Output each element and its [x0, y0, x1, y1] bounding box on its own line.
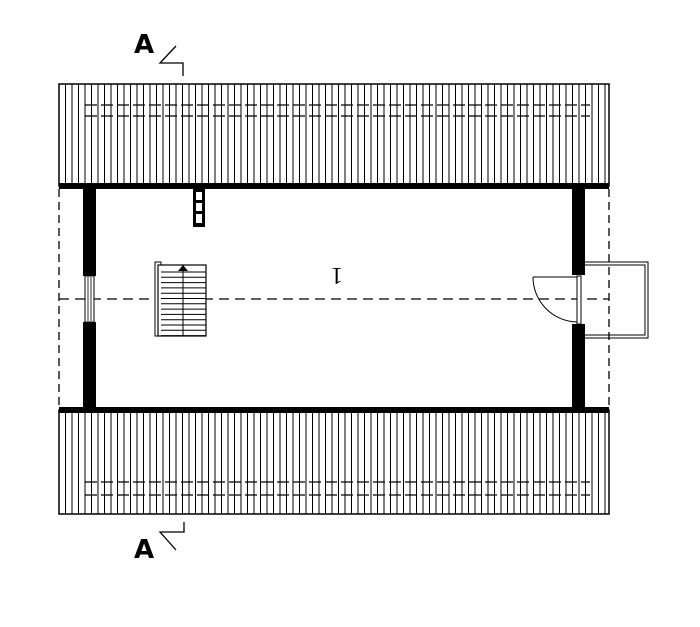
balcony: [585, 261, 649, 339]
right-wall-upper: [572, 189, 585, 275]
section-marker-bottom: A: [134, 522, 185, 565]
stair-direction-arrow-icon: [178, 265, 188, 271]
left-window: [84, 275, 95, 323]
section-marker-bottom-label: A: [134, 535, 154, 565]
room-number: 1: [331, 262, 343, 288]
left-wall-upper: [83, 189, 96, 276]
staircase: [154, 261, 207, 337]
roof-top-hatched: [58, 83, 610, 189]
left-wall-lower: [83, 322, 96, 408]
roof-bottom-hatched: [58, 407, 610, 515]
section-marker-top: A: [134, 30, 184, 76]
chimney: [193, 189, 205, 227]
right-wall-lower: [572, 324, 585, 408]
section-marker-top-label: A: [134, 30, 154, 60]
balcony-door: [532, 275, 582, 325]
